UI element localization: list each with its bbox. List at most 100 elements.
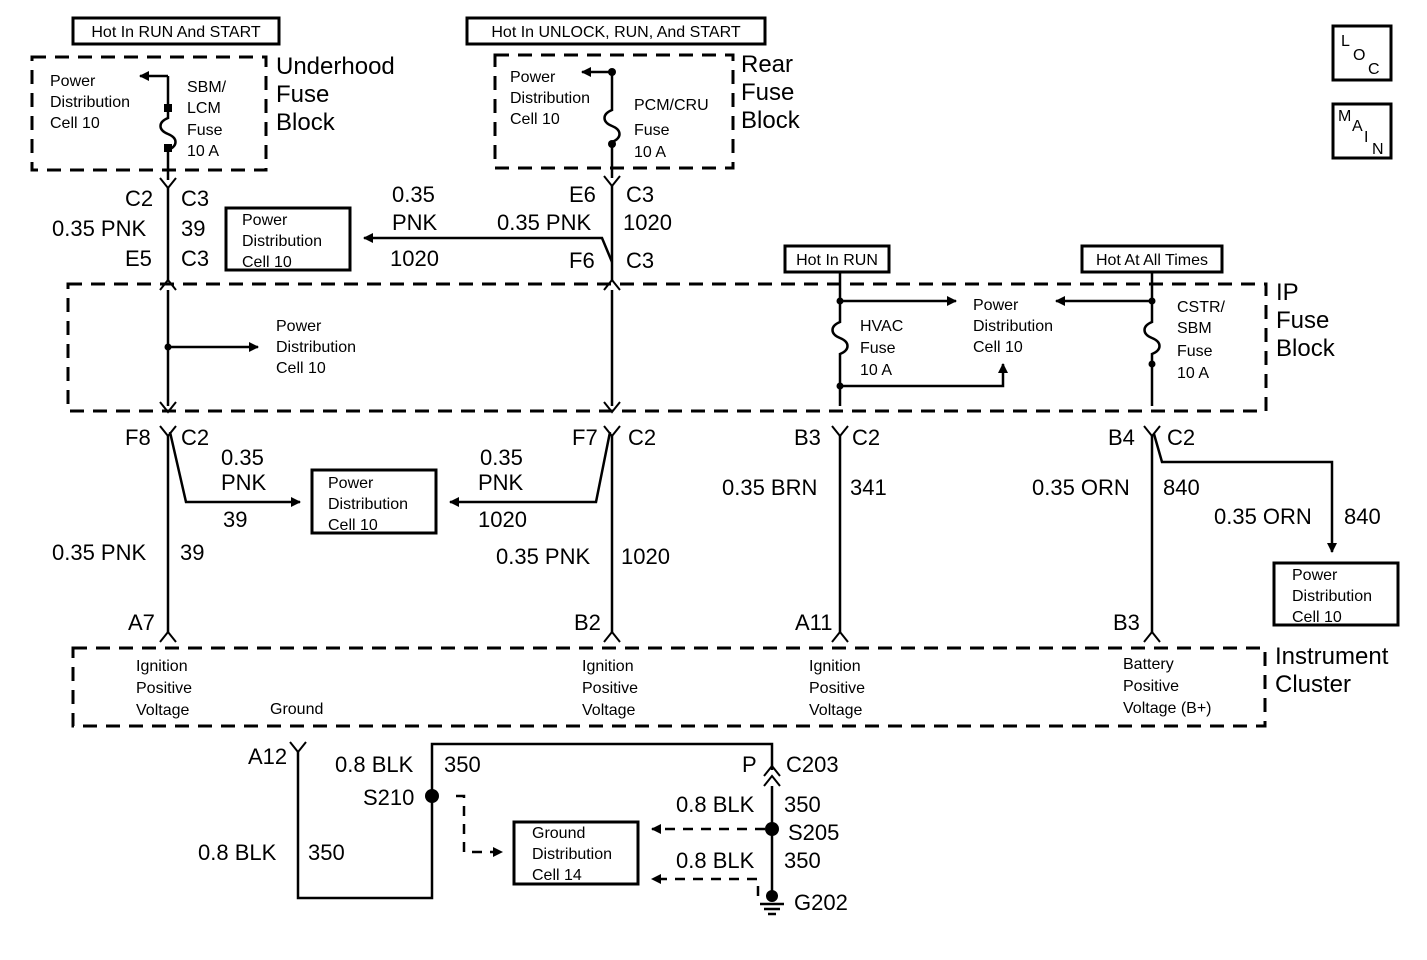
diagram-label: Positive: [1123, 678, 1179, 695]
ip-fuse-block: IP Fuse Block Power Distribution Cell 10…: [66, 272, 1336, 413]
diagram-label: Distribution: [973, 318, 1053, 335]
diagram-label: F6: [569, 248, 595, 273]
diagram-label: 39: [223, 507, 247, 532]
diagram-label: 0.35: [392, 182, 435, 207]
diagram-label: Battery: [1123, 656, 1174, 673]
loc-button[interactable]: L O C: [1331, 24, 1393, 82]
splice-s210: [425, 789, 439, 803]
hot-label-run: Hot In RUN: [783, 244, 891, 274]
diagram-label: Underhood: [276, 53, 395, 80]
diagram-label: HVAC: [860, 318, 903, 335]
diagram-label: P: [742, 752, 757, 777]
diagram-label: Power: [328, 475, 374, 492]
diagram-label: Voltage: [582, 702, 635, 719]
underhood-pd-label: Power Distribution Cell 10: [50, 73, 130, 132]
diagram-label: C3: [181, 246, 209, 271]
diagram-label: M: [1338, 108, 1351, 125]
diagram-label: 0.35: [480, 445, 523, 470]
sbm-lcm-fuse: SBM/ LCM Fuse 10 A: [187, 79, 227, 160]
diagram-label: B3: [1113, 610, 1140, 635]
splice-s205: [765, 822, 779, 836]
pd-box-top: Power Distribution Cell 10: [224, 206, 352, 272]
diagram-label: F8: [125, 425, 151, 450]
diagram-label: PNK: [221, 470, 267, 495]
diagram-label: L: [1341, 33, 1350, 50]
diagram-label: N: [1372, 141, 1384, 158]
diagram-label: Hot At All Times: [1096, 252, 1208, 269]
diagram-label: Fuse: [187, 122, 223, 139]
diagram-label: 1020: [478, 507, 527, 532]
connector-b3-c2: B3 C2 0.35 BRN 341 A11: [722, 425, 887, 643]
main-button[interactable]: M A I N: [1331, 102, 1393, 160]
diagram-label: 0.8 BLK: [676, 792, 755, 817]
diagram-label: Cell 10: [973, 339, 1023, 356]
diagram-label: SBM: [1177, 320, 1212, 337]
ground-circuit: A12 0.8 BLK 350 0.8 BLK 350 S210 P C203 …: [198, 741, 848, 916]
diagram-label: IP: [1276, 279, 1299, 306]
diagram-label: 1020: [623, 210, 672, 235]
diagram-label: C2: [181, 425, 209, 450]
ground-g202-symbol: [766, 890, 778, 902]
ip-pd-right-label: Power Distribution Cell 10: [973, 297, 1053, 356]
diagram-label: 0.35 ORN: [1032, 475, 1130, 500]
hvac-fuse: HVAC Fuse 10 A: [860, 318, 903, 379]
cluster-pin-battery-b3: Battery Positive Voltage (B+): [1123, 656, 1212, 717]
hot-label-run-start: Hot In RUN And START: [71, 16, 281, 46]
connector-f8-c2: F8 C2 0.35 PNK 39 0.35 PNK 39 A7: [52, 401, 301, 643]
cstr-sbm-fuse: CSTR/ SBM Fuse 10 A: [1177, 299, 1226, 382]
diagram-label: Distribution: [242, 233, 322, 250]
diagram-label: Distribution: [532, 846, 612, 863]
diagram-label: 1020: [390, 246, 439, 271]
diagram-label: Rear: [741, 51, 793, 78]
diagram-label: Instrument: [1275, 643, 1389, 670]
diagram-label: Ignition: [809, 658, 861, 675]
diagram-label: S205: [788, 820, 839, 845]
hot-label-all-times: Hot At All Times: [1080, 244, 1224, 274]
diagram-label: A11: [795, 610, 833, 635]
pd-box-mid: Power Distribution Cell 10: [310, 468, 438, 535]
diagram-label: Power: [242, 212, 288, 229]
diagram-label: 10 A: [1177, 365, 1209, 382]
instrument-cluster: Instrument Cluster Ignition Positive Vol…: [71, 643, 1389, 728]
diagram-label: Fuse: [741, 79, 794, 106]
diagram-label: Power: [50, 73, 96, 90]
diagram-label: B2: [574, 610, 601, 635]
diagram-label: Fuse: [634, 122, 670, 139]
diagram-label: Hot In UNLOCK, RUN, And START: [491, 24, 740, 41]
diagram-label: Block: [276, 109, 336, 136]
diagram-label: 840: [1344, 504, 1381, 529]
diagram-label: C2: [125, 186, 153, 211]
diagram-label: Ignition: [136, 658, 188, 675]
diagram-label: B3: [794, 425, 821, 450]
diagram-label: S210: [363, 785, 414, 810]
hot-label-unlock-run-start: Hot In UNLOCK, RUN, And START: [465, 16, 767, 46]
diagram-label: 10 A: [860, 362, 892, 379]
diagram-label: G202: [794, 890, 848, 915]
diagram-label: 341: [850, 475, 887, 500]
diagram-label: 0.35 BRN: [722, 475, 817, 500]
diagram-label: 840: [1163, 475, 1200, 500]
cluster-pin-ign-a7: Ignition Positive Voltage: [136, 658, 192, 719]
diagram-label: C203: [786, 752, 839, 777]
diagram-label: Power: [1292, 567, 1338, 584]
diagram-label: 10 A: [634, 144, 666, 161]
diagram-label: Distribution: [510, 90, 590, 107]
diagram-label: E6: [569, 182, 596, 207]
diagram-label: Fuse: [276, 81, 329, 108]
cluster-pin-ign-b2: Ignition Positive Voltage: [582, 658, 638, 719]
diagram-label: C3: [181, 186, 209, 211]
diagram-label: 0.8 BLK: [676, 848, 755, 873]
diagram-label: Cell 10: [328, 517, 378, 534]
diagram-label: Positive: [809, 680, 865, 697]
diagram-label: Cell 10: [242, 254, 292, 271]
diagram-label: Hot In RUN And START: [91, 24, 260, 41]
ip-pd-left-label: Power Distribution Cell 10: [276, 318, 356, 377]
diagram-label: Fuse: [1177, 343, 1213, 360]
diagram-label: 0.35 PNK: [496, 544, 590, 569]
cluster-pin-ground: Ground: [270, 701, 323, 718]
diagram-label: Distribution: [276, 339, 356, 356]
pd-box-right: Power Distribution Cell 10: [1272, 561, 1400, 627]
pcm-cru-fuse: PCM/CRU Fuse 10 A: [634, 97, 709, 161]
diagram-label: B4: [1108, 425, 1135, 450]
diagram-label: LCM: [187, 100, 221, 117]
